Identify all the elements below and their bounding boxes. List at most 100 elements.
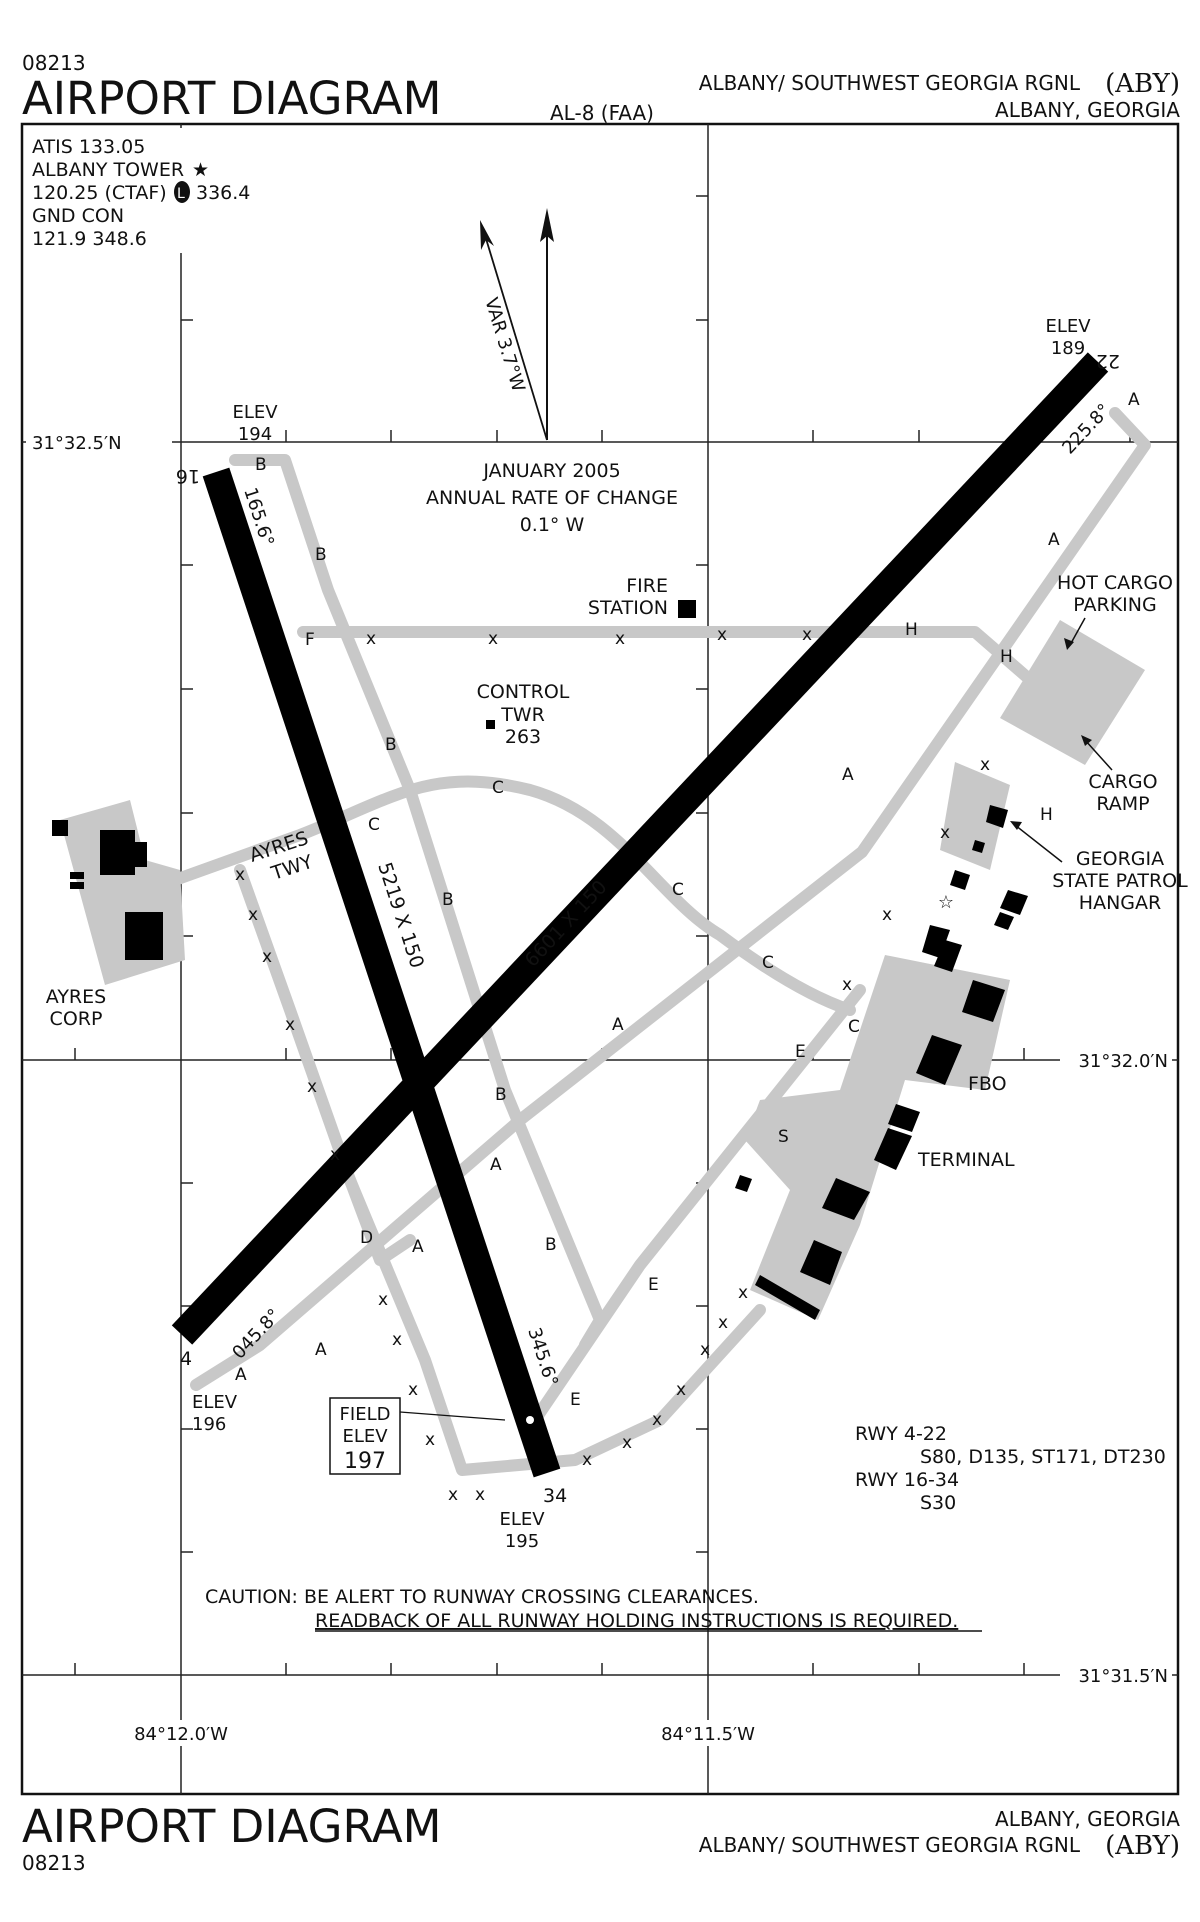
field-elevation-box (329, 1397, 401, 1475)
svg-text:x: x (615, 629, 625, 649)
svg-text:x: x (378, 1290, 388, 1310)
airport-name-top: ALBANY/ SOUTHWEST GEORGIA RGNL (699, 71, 1081, 95)
svg-text:x: x (940, 823, 950, 843)
north-arrow-icon (540, 208, 554, 440)
twy-label-a-4: A (612, 1015, 624, 1035)
twy-label-b-3: B (385, 735, 397, 755)
svg-text:x: x (802, 625, 812, 645)
field-elev-label-2: ELEV (342, 1426, 388, 1447)
twy-label-c-5: C (848, 1017, 860, 1037)
svg-text:x: x (488, 629, 498, 649)
svg-text:x: x (307, 1077, 317, 1097)
field-elev-label-1: FIELD (340, 1404, 391, 1425)
runway-4-elev: 196 (192, 1414, 226, 1435)
svg-text:x: x (248, 905, 258, 925)
svg-text:x: x (425, 1430, 435, 1450)
control-tower-icon (486, 720, 495, 729)
svg-text:x: x (882, 905, 892, 925)
twy-label-c-4: C (762, 953, 774, 973)
control-tower-label-2: TWR (500, 704, 545, 726)
control-tower-label-1: CONTROL (477, 681, 570, 703)
runway-22-number: 22 (1096, 350, 1120, 372)
svg-text:x: x (235, 865, 245, 885)
tower-uhf: 336.4 (196, 182, 250, 204)
chart-number-top: 08213 (22, 51, 86, 75)
twy-label-a-3: A (842, 765, 854, 785)
lat-label-mid: 31°32.0′N (1078, 1051, 1168, 1072)
runway-16-elev-label: ELEV (232, 402, 278, 423)
taxiway-a (190, 407, 1151, 1391)
rate-of-change-value: 0.1° W (520, 514, 585, 536)
al-number: AL-8 (FAA) (550, 101, 654, 125)
rotating-beacon-icon: ☆ (938, 892, 954, 913)
lat-label-top: 31°32.5′N (32, 433, 122, 454)
twy-label-c-2: C (492, 778, 504, 798)
georgia-state-patrol-hangar (986, 805, 1008, 828)
fire-station-icon (678, 600, 696, 618)
runway-22-elev: 189 (1051, 338, 1085, 359)
twy-label-b-6: B (545, 1235, 557, 1255)
runway-22-elev-label: ELEV (1045, 316, 1091, 337)
twy-label-a-2: A (1048, 530, 1060, 550)
airport-name-bottom: ALBANY/ SOUTHWEST GEORGIA RGNL (699, 1833, 1081, 1857)
twy-label-b-4: B (442, 890, 454, 910)
twy-label-s: S (778, 1127, 789, 1147)
buildings (52, 600, 1028, 1320)
svg-text:x: x (842, 975, 852, 995)
airport-id-bottom: (ABY) (1105, 1831, 1180, 1861)
taxiway-e (529, 984, 866, 1426)
caution-line-1: CAUTION: BE ALERT TO RUNWAY CROSSING CLE… (205, 1586, 759, 1608)
twy-label-d: D (360, 1228, 373, 1248)
atis-frequency: ATIS 133.05 (32, 136, 145, 158)
chart-frame (20, 122, 1180, 1796)
field-elev-value: 197 (344, 1449, 386, 1474)
magnetic-north-arrow-icon (480, 220, 548, 441)
svg-text:x: x (408, 1380, 418, 1400)
twy-label-a-1: A (1128, 390, 1140, 410)
svg-text:x: x (717, 625, 727, 645)
control-tower-elev: 263 (505, 726, 541, 748)
runway-4-22-pavement (171, 352, 1109, 1345)
rate-of-change-label: ANNUAL RATE OF CHANGE (426, 487, 678, 509)
airport-id-top: (ABY) (1105, 69, 1180, 99)
twy-label-h-1: H (905, 620, 918, 640)
city-state-bottom: ALBANY, GEORGIA (995, 1807, 1180, 1831)
rwy-4-22-strength-label: RWY 4-22 (855, 1423, 947, 1445)
twy-label-b-1: B (255, 455, 267, 475)
twy-label-a-7: A (315, 1340, 327, 1360)
rwy-4-22-strength: S80, D135, ST171, DT230 (920, 1446, 1166, 1468)
gsp-hangar-label-1: GEORGIA (1076, 848, 1164, 870)
taxiway-labels: B B B B B B F H H H A A A A A A A A C C … (235, 390, 1140, 1410)
lon-label-mid: 84°11.5′W (661, 1724, 755, 1745)
terminal-label: TERMINAL (917, 1149, 1015, 1171)
lon-label-left: 84°12.0′W (134, 1724, 228, 1745)
svg-text:x: x (392, 1330, 402, 1350)
lat-lon-grid (22, 124, 1178, 1794)
runway-4-22-dimensions: 6601 X 150 (521, 876, 612, 971)
svg-text:x: x (475, 1485, 485, 1505)
ground-control-label: GND CON (32, 205, 124, 227)
svg-text:x: x (622, 1433, 632, 1453)
part-time-tower-letter: L (177, 186, 185, 202)
part-time-tower-icon (174, 181, 190, 203)
hot-cargo-label-2: PARKING (1073, 594, 1156, 616)
twy-label-e-2: E (648, 1275, 659, 1295)
cargo-ramp-apron (940, 762, 1010, 870)
runway-4-number: 4 (180, 1348, 192, 1370)
field-elevation-point-icon (526, 1416, 534, 1424)
magnetic-date: JANUARY 2005 (482, 460, 620, 482)
twy-label-h-2: H (1000, 647, 1013, 667)
tower-frequency: 120.25 (CTAF) (32, 182, 167, 204)
twy-label-f: F (305, 630, 315, 650)
rwy-16-34-strength: S30 (920, 1492, 956, 1514)
twy-label-c-1: C (368, 815, 380, 835)
taxiway-network (169, 407, 1151, 1476)
runway-4-elev-label: ELEV (192, 1392, 238, 1413)
taxiway-f-h (297, 626, 1034, 684)
runway-34-elev: 195 (505, 1531, 539, 1552)
runway-16-elev: 194 (238, 424, 272, 445)
chart-title-top: AIRPORT DIAGRAM (22, 72, 442, 125)
svg-text:x: x (366, 629, 376, 649)
fire-station-label-2: STATION (588, 597, 668, 619)
